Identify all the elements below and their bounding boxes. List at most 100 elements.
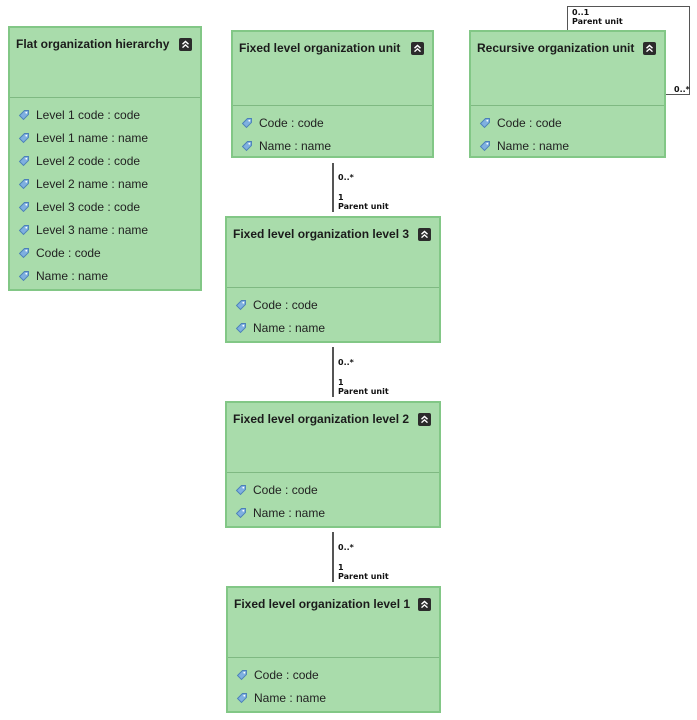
attribute-tag-icon <box>235 484 247 496</box>
attribute-row[interactable]: Level 3 name : name <box>10 218 200 241</box>
attribute-label: Code : code <box>36 245 101 260</box>
recursive-connector-top <box>567 6 690 7</box>
recursive-connector-right <box>689 6 690 95</box>
attribute-row[interactable]: Code : code <box>227 293 439 316</box>
attribute-row[interactable]: Code : code <box>227 478 439 501</box>
chevron-double-up-icon[interactable] <box>418 228 431 241</box>
attribute-row[interactable]: Name : name <box>227 501 439 524</box>
recursive-connector-bottom <box>666 94 690 95</box>
recursive-top-cardinality: 0..1 <box>572 8 590 17</box>
attribute-label: Name : name <box>497 138 570 153</box>
connector-level3-level2 <box>332 347 334 397</box>
attribute-row[interactable]: Name : name <box>10 264 200 287</box>
attribute-row[interactable]: Name : name <box>233 134 432 157</box>
entity-header: Fixed level organization level 1 <box>228 588 439 658</box>
entity-header: Fixed level organization level 3 <box>227 218 439 288</box>
chevron-double-up-icon[interactable] <box>418 413 431 426</box>
entity-header: Recursive organization unit <box>471 32 664 106</box>
attribute-row[interactable]: Code : code <box>10 241 200 264</box>
attribute-row[interactable]: Level 2 name : name <box>10 172 200 195</box>
recursive-connector-left <box>567 6 568 30</box>
attribute-label: Code : code <box>253 297 318 312</box>
attribute-tag-icon <box>236 669 248 681</box>
attribute-row[interactable]: Level 1 code : code <box>10 103 200 126</box>
attribute-tag-icon <box>236 692 248 704</box>
entity-title: Flat organization hierarchy <box>16 37 170 51</box>
unit-level3-many-cardinality: 0..* <box>338 173 354 182</box>
chevron-double-up-icon[interactable] <box>418 598 431 611</box>
level3-level2-one-cardinality: 1 <box>338 378 344 387</box>
attribute-tag-icon <box>241 117 253 129</box>
level3-level2-role: Parent unit <box>338 387 389 396</box>
entity-header: Flat organization hierarchy <box>10 28 200 98</box>
chevron-double-up-icon[interactable] <box>179 38 192 51</box>
attribute-row[interactable]: Code : code <box>233 111 432 134</box>
attribute-row[interactable]: Code : code <box>228 663 439 686</box>
attribute-label: Level 2 name : name <box>36 176 149 191</box>
entity-title: Fixed level organization level 1 <box>234 597 411 611</box>
attribute-label: Name : name <box>253 320 326 335</box>
recursive-top-role: Parent unit <box>572 17 623 26</box>
attribute-row[interactable]: Name : name <box>227 316 439 339</box>
attribute-row[interactable]: Code : code <box>471 111 664 134</box>
entity-title: Fixed level organization level 3 <box>233 227 410 241</box>
attribute-label: Level 3 code : code <box>36 199 141 214</box>
attribute-row[interactable]: Level 3 code : code <box>10 195 200 218</box>
level2-level1-one-cardinality: 1 <box>338 563 344 572</box>
attribute-tag-icon <box>18 270 30 282</box>
chevron-double-up-icon[interactable] <box>643 42 656 55</box>
attribute-tag-icon <box>241 140 253 152</box>
attribute-label: Name : name <box>259 138 332 153</box>
attribute-label: Code : code <box>497 115 562 130</box>
attribute-label: Level 3 name : name <box>36 222 149 237</box>
attribute-tag-icon <box>18 224 30 236</box>
level2-level1-many-cardinality: 0..* <box>338 543 354 552</box>
attribute-tag-icon <box>18 132 30 144</box>
level2-level1-role: Parent unit <box>338 572 389 581</box>
attribute-tag-icon <box>18 247 30 259</box>
entity-fixed-level-organization-level-1[interactable]: Fixed level organization level 1 Code : c… <box>226 586 441 713</box>
attribute-tag-icon <box>18 109 30 121</box>
attribute-row[interactable]: Level 1 name : name <box>10 126 200 149</box>
entity-fixed-level-organization-level-2[interactable]: Fixed level organization level 2 Code : c… <box>225 401 441 528</box>
attribute-tag-icon <box>235 507 247 519</box>
attribute-label: Code : code <box>253 482 318 497</box>
attribute-label: Level 2 code : code <box>36 153 141 168</box>
connector-level2-level1 <box>332 532 334 582</box>
attribute-label: Level 1 name : name <box>36 130 149 145</box>
attribute-label: Code : code <box>259 115 324 130</box>
entity-fixed-level-organization-level-3[interactable]: Fixed level organization level 3 Code : c… <box>225 216 441 343</box>
attribute-tag-icon <box>18 155 30 167</box>
unit-level3-one-cardinality: 1 <box>338 193 344 202</box>
entity-title: Recursive organization unit <box>477 41 635 55</box>
attribute-tag-icon <box>18 201 30 213</box>
attribute-label: Code : code <box>254 667 319 682</box>
entity-title: Fixed level organization level 2 <box>233 412 410 426</box>
attribute-label: Name : name <box>254 690 327 705</box>
attribute-row[interactable]: Name : name <box>228 686 439 709</box>
chevron-double-up-icon[interactable] <box>411 42 424 55</box>
attribute-row[interactable]: Level 2 code : code <box>10 149 200 172</box>
level3-level2-many-cardinality: 0..* <box>338 358 354 367</box>
attribute-label: Level 1 code : code <box>36 107 141 122</box>
attribute-label: Name : name <box>253 505 326 520</box>
attribute-row[interactable]: Name : name <box>471 134 664 157</box>
attribute-tag-icon <box>235 322 247 334</box>
entity-title: Fixed level organization unit <box>239 41 401 55</box>
connector-unit-level3 <box>332 163 334 212</box>
entity-header: Fixed level organization unit <box>233 32 432 106</box>
unit-level3-role: Parent unit <box>338 202 389 211</box>
recursive-right-cardinality: 0..* <box>674 85 690 94</box>
attribute-tag-icon <box>479 140 491 152</box>
attribute-label: Name : name <box>36 268 109 283</box>
attribute-tag-icon <box>18 178 30 190</box>
